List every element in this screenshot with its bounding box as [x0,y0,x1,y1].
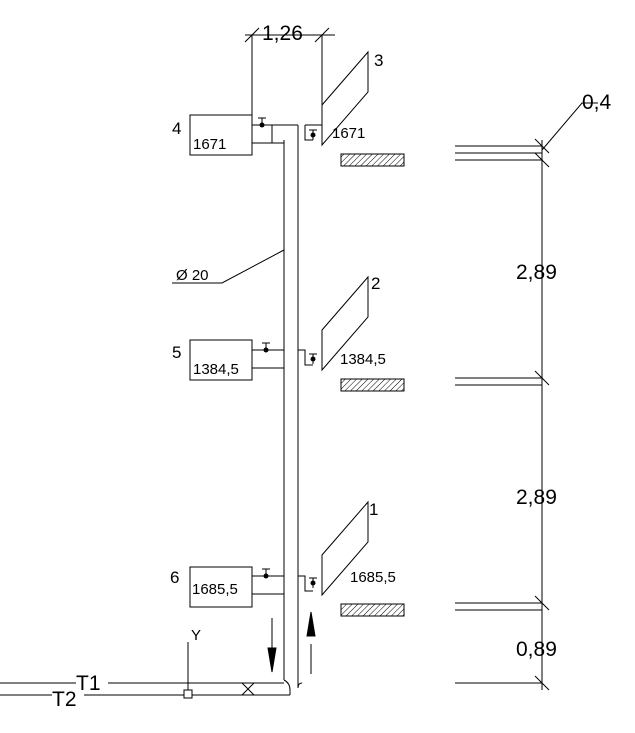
pipe-diameter-label: Ø 20 [176,267,209,284]
bottom-height-label: 0,89 [516,638,557,661]
radiator-4-number: 4 [172,119,181,138]
floor-height-label-2: 2,89 [516,486,557,509]
pipe-diameter-callout: Ø 20 [172,249,285,284]
device-1-body [321,500,369,597]
floor-slab-bottom [340,603,405,617]
top-width-label: 1,26 [262,22,303,45]
floor-bottom: 6 1685,5 1 1685,5 [170,500,405,617]
floor-middle: 5 1384,5 2 1384,5 [172,274,405,392]
device-3-load: 1671 [332,125,365,142]
flow-arrows [267,611,316,674]
device-1-load: 1685,5 [350,569,396,586]
top-width-dimension: 1,26 [244,22,335,125]
radiator-6-box [189,566,253,608]
supply-return-mains: T1 T2 Y [0,627,303,711]
level-dimension-chain: 0,4 2,89 2,89 0,89 [455,91,612,691]
radiator-6-number: 6 [170,568,179,587]
supply-main-label: T1 [76,672,101,695]
radiator-5-number: 5 [172,343,181,362]
floor-slab-top [340,153,405,167]
radiator-5-box [189,339,253,381]
radiator-6-load: 1685,5 [192,581,238,598]
radiator-5-load: 1384,5 [193,361,239,378]
device-2-load: 1384,5 [340,351,386,368]
device-3-number: 3 [374,51,383,70]
valve-mark: Y [191,627,201,644]
riser-pipes [283,140,299,688]
device-2-body [321,275,369,372]
top-offset-label: 0,4 [582,91,612,114]
device-2-number: 2 [371,274,380,293]
floor-height-label-1: 2,89 [516,261,557,284]
device-3-body [321,50,369,147]
radiator-4-box [189,114,253,156]
device-1-number: 1 [369,500,378,519]
floor-slab-middle [340,378,405,392]
radiator-4-load: 1671 [193,136,226,153]
floor-top: 4 1671 3 1671 [172,50,405,167]
return-main-label: T2 [52,688,77,711]
